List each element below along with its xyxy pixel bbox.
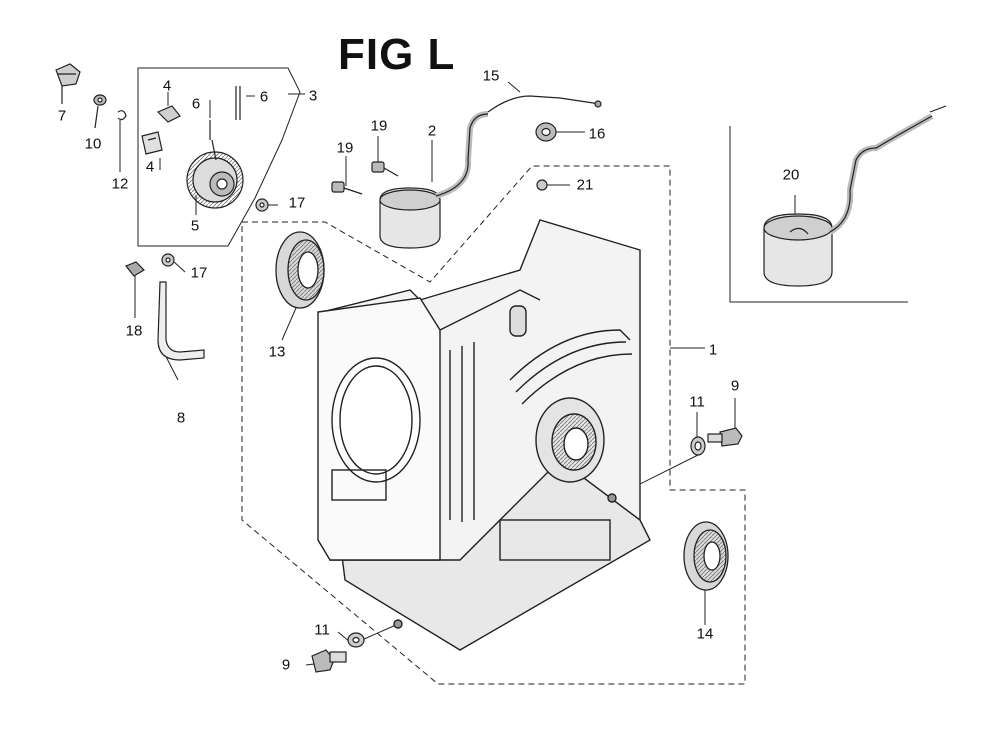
part-7-plug <box>55 63 81 104</box>
part-12-clip <box>117 110 127 121</box>
callout-20: 20 <box>782 166 800 184</box>
callout-2: 2 <box>427 122 437 140</box>
callout-15: 15 <box>482 67 500 85</box>
sensor-group-outline <box>729 126 908 303</box>
callout-3: 3 <box>308 87 318 105</box>
part-11-9-bottom <box>311 632 365 673</box>
callout-21: 21 <box>576 176 594 194</box>
group-outlines <box>137 67 908 685</box>
callout-9-right: 9 <box>730 377 740 395</box>
callout-12: 12 <box>111 175 129 193</box>
part-10-washer <box>93 94 107 129</box>
governor-group-outline <box>137 67 301 247</box>
part-1-crankcase <box>317 219 651 651</box>
callout-17-bottom: 17 <box>190 264 208 282</box>
callout-4-top: 4 <box>162 77 172 95</box>
callout-18: 18 <box>125 322 143 340</box>
part-20-sensor <box>763 105 947 287</box>
callout-5: 5 <box>190 217 200 235</box>
callout-10: 10 <box>84 135 102 153</box>
callout-7: 7 <box>57 107 67 125</box>
callout-19-left: 19 <box>336 139 354 157</box>
part-18-clip <box>125 261 145 277</box>
callout-19-top: 19 <box>370 117 388 135</box>
callout-17-top: 17 <box>288 194 306 212</box>
governor-assembly <box>141 86 244 209</box>
callout-13: 13 <box>268 343 286 361</box>
callout-4-bottom: 4 <box>145 158 155 176</box>
callout-1: 1 <box>708 341 718 359</box>
callout-8: 8 <box>176 409 186 427</box>
callout-9-bottom: 9 <box>281 656 291 674</box>
callout-11-bottom: 11 <box>314 621 330 639</box>
callout-6-right: 6 <box>259 88 269 106</box>
part-21-dowel <box>536 179 548 191</box>
callout-11-right: 11 <box>689 393 705 411</box>
part-13-oil-seal <box>275 231 325 309</box>
part-16-grommet <box>535 122 557 142</box>
callout-14: 14 <box>696 625 714 643</box>
callout-16: 16 <box>588 125 606 143</box>
part-17-washers <box>161 198 269 267</box>
part-8-breather-tube <box>157 281 205 361</box>
part-19-bolts <box>331 161 399 195</box>
figure-title: FIG L <box>338 30 456 79</box>
part-11-9-right <box>690 427 743 456</box>
callout-6-left: 6 <box>191 95 201 113</box>
part-2-oil-sensor <box>379 95 602 249</box>
crankcase-group-outline <box>241 165 746 685</box>
part-14-oil-seal <box>683 521 729 591</box>
